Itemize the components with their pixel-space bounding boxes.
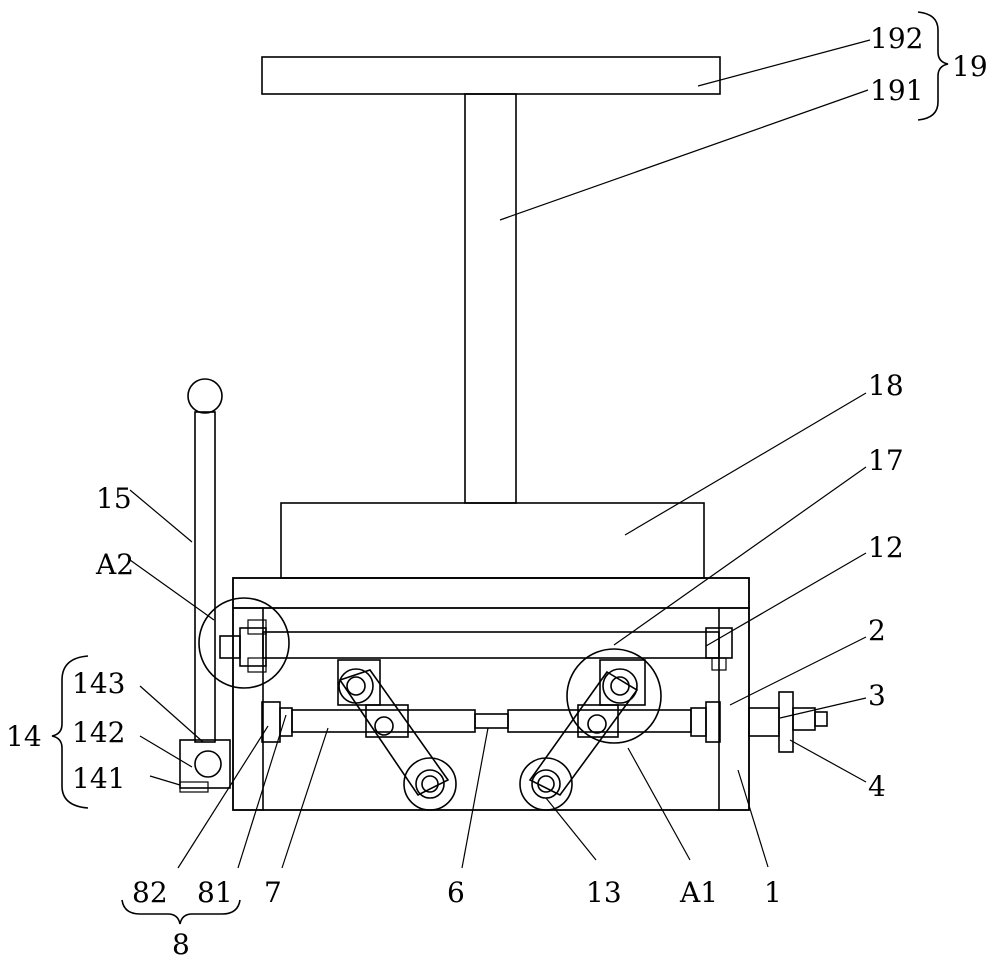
label-192: 192	[870, 22, 923, 55]
label-82: 82	[132, 876, 168, 909]
block-18	[280, 502, 705, 579]
label-14: 14	[6, 720, 42, 753]
label-a2: A2	[95, 548, 134, 581]
bearing-right-2	[690, 701, 721, 743]
housing-1	[232, 577, 750, 811]
label-19: 19	[952, 50, 988, 83]
label-3: 3	[868, 679, 886, 712]
label-141: 141	[72, 762, 125, 795]
label-17: 17	[868, 444, 904, 477]
label-a1: A1	[679, 876, 718, 909]
shaft-3	[748, 691, 828, 753]
label-4: 4	[868, 770, 886, 803]
guide-rod-17	[262, 631, 720, 659]
top-plate-192	[261, 56, 721, 95]
label-8: 8	[172, 928, 190, 961]
arm-left	[338, 668, 457, 811]
brace-14	[51, 655, 89, 809]
label-13: 13	[586, 876, 622, 909]
label-7: 7	[264, 876, 282, 909]
leader-lines	[129, 39, 871, 869]
label-2: 2	[868, 614, 886, 647]
label-81: 81	[197, 876, 233, 909]
label-142: 142	[72, 716, 125, 749]
slider-left	[337, 659, 409, 738]
end-block-left	[219, 619, 267, 673]
label-143: 143	[72, 667, 125, 700]
label-12: 12	[868, 531, 904, 564]
bearing-left	[261, 701, 293, 743]
label-15: 15	[96, 482, 132, 515]
brace-19	[917, 11, 949, 121]
vertical-rod-191	[464, 93, 517, 504]
lead-screw-7	[291, 709, 692, 733]
label-191: 191	[870, 74, 923, 107]
lock-14	[179, 739, 231, 793]
arm-right	[519, 668, 639, 811]
label-1: 1	[764, 876, 782, 909]
detail-circle-a1	[566, 648, 662, 744]
brace-8	[121, 899, 241, 925]
lever-15	[187, 378, 223, 743]
label-6: 6	[447, 876, 465, 909]
end-block-12	[705, 627, 733, 671]
label-18: 18	[868, 369, 904, 402]
detail-circle-a2	[198, 597, 290, 689]
